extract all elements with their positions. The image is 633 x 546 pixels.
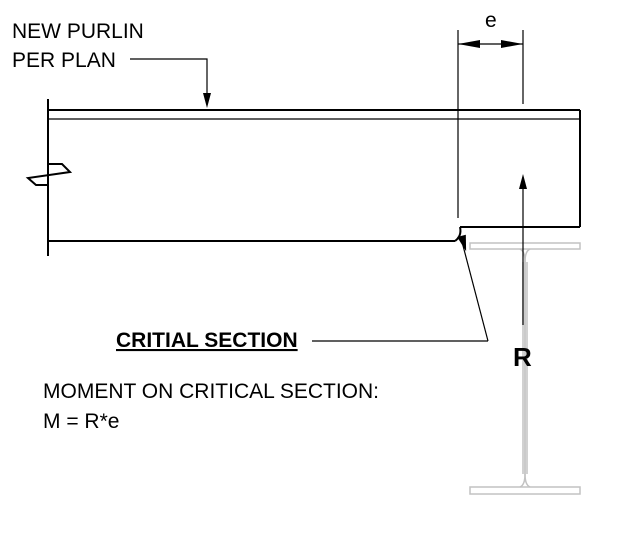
- moment-line2: M = R*e: [43, 410, 119, 433]
- i-beam-bottom-flange: [469, 486, 581, 495]
- reaction-arrowhead: [519, 174, 527, 189]
- break-line-symbol: [25, 163, 73, 186]
- support-i-beam: [469, 242, 581, 495]
- reaction-label: R: [513, 342, 532, 372]
- dimension-e: e: [457, 9, 524, 218]
- critical-leader-arrowhead: [457, 234, 467, 252]
- i-beam-top-flange: [469, 242, 581, 250]
- moment-line1: MOMENT ON CRITICAL SECTION:: [43, 380, 379, 403]
- dimension-label: e: [485, 9, 497, 32]
- cope-fillet: [454, 226, 462, 242]
- critical-section-label: CRITIAL SECTION: [116, 329, 298, 352]
- dimension-arrow-left: [458, 40, 480, 48]
- critical-section-callout: CRITIAL SECTION: [116, 234, 489, 352]
- purlin-label-line1: NEW PURLIN: [12, 20, 144, 43]
- purlin-callout: NEW PURLIN PER PLAN: [12, 20, 211, 108]
- reaction-force: R: [513, 174, 532, 372]
- purlin-label-line2: PER PLAN: [12, 49, 116, 72]
- moment-note: MOMENT ON CRITICAL SECTION: M = R*e: [43, 380, 379, 433]
- purlin-leader-line: [130, 58, 208, 100]
- dimension-arrow-right: [501, 40, 523, 48]
- purlin-beam: [25, 99, 581, 256]
- critical-leader-diagonal: [460, 237, 489, 342]
- i-beam-web-right: [524, 248, 531, 488]
- purlin-leader-arrowhead: [203, 93, 211, 108]
